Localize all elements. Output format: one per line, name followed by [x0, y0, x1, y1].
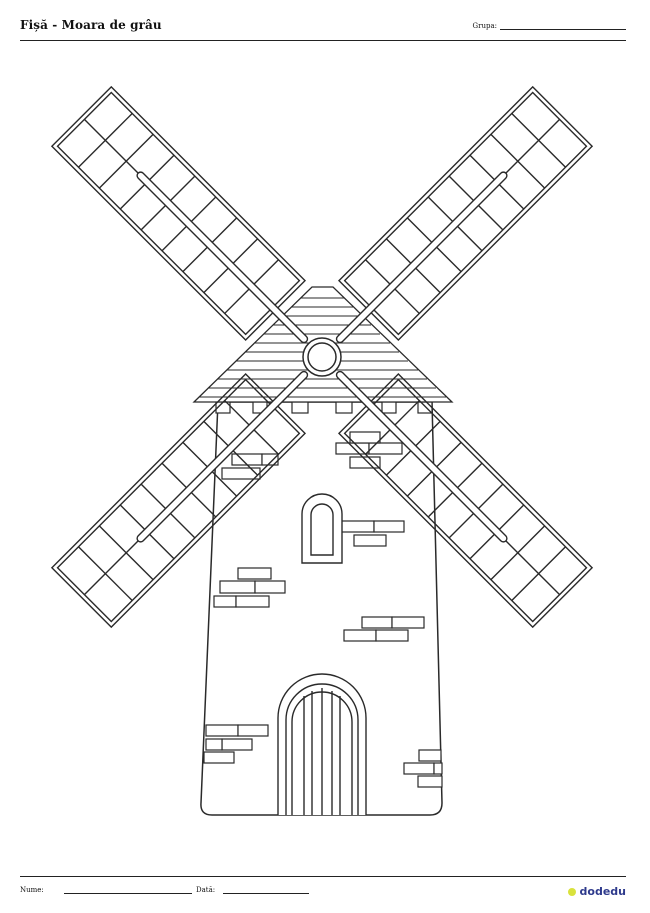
date-field: Dată:	[196, 886, 310, 894]
brand-logo: dodedu	[567, 885, 626, 898]
date-input-line[interactable]	[223, 887, 310, 894]
tower	[200, 401, 443, 816]
name-label: Nume:	[20, 886, 44, 894]
dot-icon	[567, 887, 576, 896]
brand-name: dodedu	[579, 885, 626, 898]
name-input-line[interactable]	[63, 887, 192, 894]
tower-door	[277, 673, 367, 815]
group-input-line[interactable]	[500, 23, 626, 30]
worksheet-footer: Nume: Dată: dodedu	[20, 876, 626, 907]
tower-bricks	[203, 431, 443, 788]
date-label: Dată:	[196, 886, 216, 894]
worksheet-header: Fișă - Moara de grâu Grupa:	[20, 16, 626, 41]
sail-hub	[302, 337, 342, 377]
tower-crenellations	[215, 401, 433, 414]
group-field: Grupa:	[473, 22, 626, 30]
worksheet-title: Fișă - Moara de grâu	[20, 18, 162, 32]
name-field: Nume:	[20, 886, 192, 894]
tower-window	[301, 493, 343, 564]
group-label: Grupa:	[472, 22, 497, 30]
